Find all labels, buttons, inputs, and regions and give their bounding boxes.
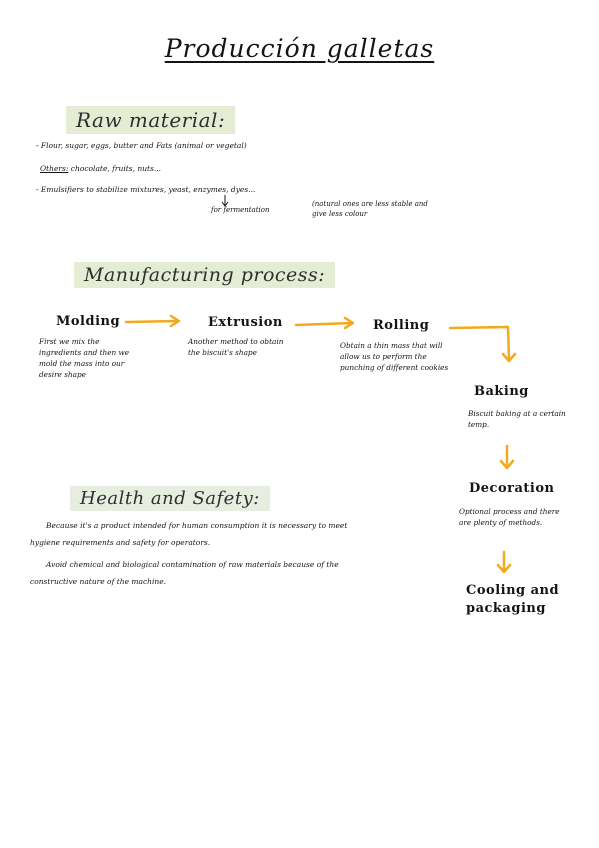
step-cooling-title: Cooling and packaging: [466, 583, 560, 616]
manufacturing-heading: Manufacturing process:: [74, 262, 336, 288]
raw-material-line-3: - Emulsifiers to stabilize mixtures, yea…: [36, 185, 256, 194]
health-heading: Health and Safety:: [70, 486, 270, 511]
page-title: Producción galletas: [164, 34, 435, 63]
arrow-molding-to-extrusion: [124, 314, 181, 328]
others-label: Others:: [40, 164, 69, 173]
arrow-extrusion-to-rolling: [294, 316, 355, 330]
step-decoration-title: Decoration: [469, 481, 555, 496]
arrow-baking-to-decoration: [499, 444, 515, 470]
others-list: chocolate, fruits, nuts...: [70, 164, 162, 173]
dyes-note: (natural ones are less stable and give l…: [312, 200, 428, 218]
step-rolling-title: Rolling: [373, 318, 430, 333]
step-rolling-desc: Obtain a thin mass that will allow us to…: [340, 341, 449, 372]
step-extrusion-desc: Another method to obtain the biscuit's s…: [188, 337, 284, 357]
raw-material-heading: Raw material:: [66, 106, 236, 134]
step-extrusion-title: Extrusion: [208, 315, 283, 330]
yeast-note-arrow: [221, 195, 229, 207]
step-molding-desc: First we mix the ingredients and then we…: [39, 337, 130, 379]
step-baking-title: Baking: [474, 384, 529, 399]
arrow-decoration-to-cooling: [496, 550, 512, 574]
health-paragraph-2: Avoid chemical and biological contaminat…: [30, 560, 339, 586]
raw-material-line-2: Others: chocolate, fruits, nuts...: [40, 163, 340, 174]
step-decoration-desc: Optional process and there are plenty of…: [459, 507, 560, 527]
step-molding-title: Molding: [56, 314, 121, 329]
step-baking-desc: Biscuit baking at a certain temp.: [468, 409, 566, 429]
yeast-note: for fermentation: [211, 206, 270, 214]
arrow-rolling-to-baking: [448, 325, 517, 363]
health-paragraph-1: Because it's a product intended for huma…: [30, 521, 348, 547]
raw-material-line-1: - Flour, sugar, eggs, butter and Fats (a…: [36, 141, 247, 150]
